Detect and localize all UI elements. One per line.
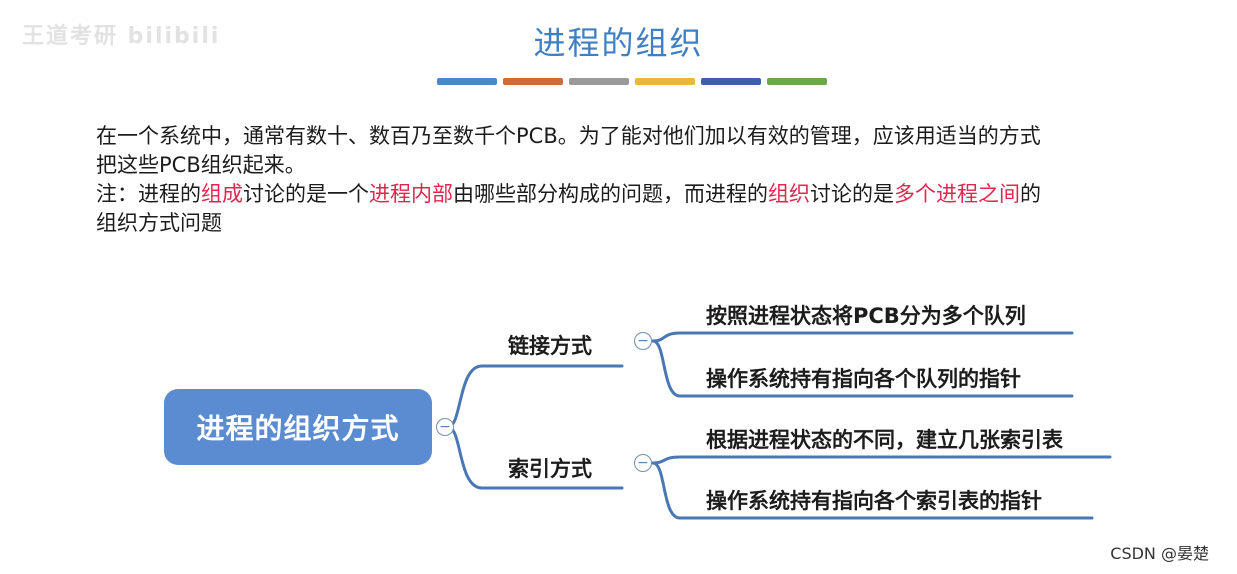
- collapse-root-icon[interactable]: −: [436, 418, 454, 436]
- note-highlight: 组织: [768, 182, 810, 206]
- branch-node-index[interactable]: 索引方式: [508, 457, 592, 481]
- collapse-branch-index-icon[interactable]: −: [634, 454, 652, 472]
- connector-branch1-child1: [651, 331, 1074, 343]
- note-highlight: 多个进程之间: [894, 182, 1020, 206]
- leaf-node[interactable]: 按照进程状态将PCB分为多个队列: [706, 304, 1026, 328]
- intro-line-2: 把这些PCB组织起来。: [96, 153, 306, 177]
- branch-node-linking[interactable]: 链接方式: [508, 334, 592, 358]
- connector-branch1-child2: [651, 339, 1074, 398]
- title-color-bars: [437, 78, 827, 85]
- note-text: 的: [1020, 182, 1041, 206]
- connector-branch2-child1: [651, 455, 1112, 465]
- note-text: 由哪些部分构成的问题，而进程的: [453, 182, 768, 206]
- mindmap-root-node[interactable]: 进程的组织方式: [164, 389, 432, 465]
- note-highlight: 进程内部: [369, 182, 453, 206]
- leaf-node[interactable]: 操作系统持有指向各个队列的指针: [706, 367, 1021, 391]
- intro-paragraph: 在一个系统中，通常有数十、数百乃至数千个PCB。为了能对他们加以有效的管理，应该…: [96, 122, 1206, 238]
- watermark: 王道考研 bilibili: [22, 24, 221, 49]
- note-highlight: 组成: [201, 182, 243, 206]
- title-bar: [635, 78, 695, 85]
- note-line-1: 注：进程的组成讨论的是一个进程内部由哪些部分构成的问题，而进程的组织讨论的是多个…: [96, 180, 1206, 209]
- title-bar: [569, 78, 629, 85]
- connector-root-branch1: [446, 364, 624, 429]
- note-text: 注：进程的: [96, 182, 201, 206]
- title-bar: [503, 78, 563, 85]
- page-title: 进程的组织: [533, 24, 704, 62]
- note-line-2: 组织方式问题: [96, 211, 222, 235]
- title-bar: [701, 78, 761, 85]
- leaf-node[interactable]: 根据进程状态的不同，建立几张索引表: [706, 428, 1063, 452]
- note-text: 讨论的是: [810, 182, 894, 206]
- collapse-branch-linking-icon[interactable]: −: [634, 332, 652, 350]
- title-bar: [767, 78, 827, 85]
- title-bar: [437, 78, 497, 85]
- intro-line-1: 在一个系统中，通常有数十、数百乃至数千个PCB。为了能对他们加以有效的管理，应该…: [96, 124, 1041, 148]
- connector-branch2-child2: [651, 461, 1094, 520]
- footer-credit: CSDN @晏楚: [1110, 544, 1209, 563]
- leaf-node[interactable]: 操作系统持有指向各个索引表的指针: [706, 489, 1042, 513]
- note-text: 讨论的是一个: [243, 182, 369, 206]
